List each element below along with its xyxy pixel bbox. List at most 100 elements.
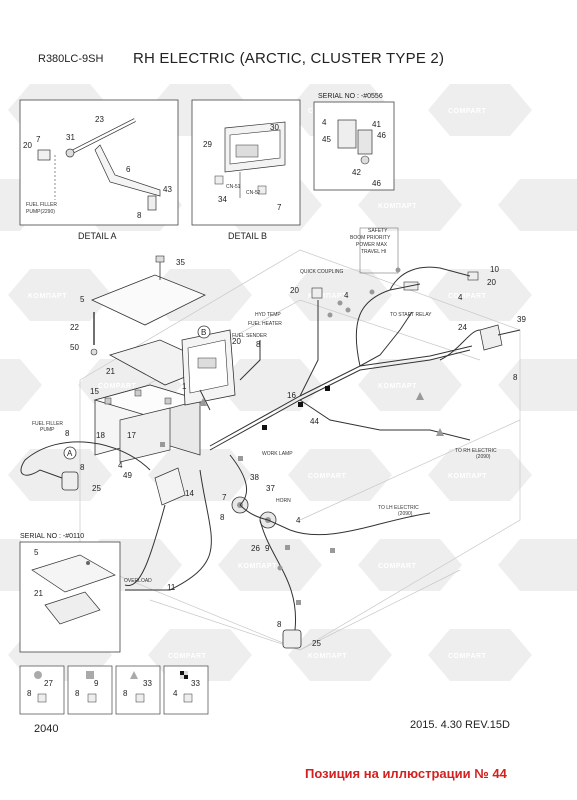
svg-text:42: 42 (352, 168, 361, 177)
svg-text:4: 4 (118, 461, 123, 470)
wire-harness (20, 266, 521, 631)
detail-a-caption: DETAIL A (78, 231, 117, 241)
svg-text:OVERLOAD: OVERLOAD (124, 578, 152, 584)
svg-text:PUMP: PUMP (40, 427, 55, 433)
work-lamp-25 (282, 629, 302, 649)
page-title: RH ELECTRIC (ARCTIC, CLUSTER TYPE 2) (133, 50, 445, 67)
svg-text:9: 9 (265, 544, 270, 553)
svg-text:5: 5 (34, 548, 39, 557)
svg-text:B: B (201, 328, 206, 337)
svg-text:8: 8 (123, 689, 128, 698)
svg-text:6: 6 (126, 165, 131, 174)
svg-text:8: 8 (65, 429, 70, 438)
serial-bottom-box: 5 21 (19, 541, 121, 653)
svg-text:17: 17 (127, 431, 136, 440)
svg-text:A: A (67, 449, 73, 458)
svg-text:FUEL SENDER: FUEL SENDER (232, 333, 267, 339)
svg-text:8: 8 (80, 463, 85, 472)
serial-top-header: SERIAL NO : -#0556 (318, 93, 383, 100)
legend-box-checker: 33 4 (163, 665, 209, 715)
svg-text:FUEL HEATER: FUEL HEATER (248, 321, 282, 327)
svg-text:35: 35 (176, 258, 185, 267)
svg-text:KOMПAPT: KOMПAPT (238, 563, 277, 570)
svg-text:8: 8 (256, 340, 261, 349)
svg-text:4: 4 (296, 516, 301, 525)
svg-text:8: 8 (137, 211, 142, 220)
svg-text:7: 7 (277, 203, 282, 212)
svg-text:8: 8 (513, 373, 518, 382)
svg-text:46: 46 (372, 179, 381, 188)
svg-text:21: 21 (106, 367, 115, 376)
svg-text:KOMПAPT: KOMПAPT (448, 473, 487, 480)
svg-text:HORN: HORN (276, 498, 291, 504)
svg-text:CN-51: CN-51 (226, 184, 241, 190)
svg-text:FUEL FILLER: FUEL FILLER (26, 202, 57, 208)
svg-text:20: 20 (23, 141, 32, 150)
serial-top-box: 4 45 41 46 42 46 (313, 101, 395, 191)
switch-panel-outline (359, 227, 399, 274)
svg-text:BOOM PRIORITY: BOOM PRIORITY (350, 235, 391, 241)
svg-text:TO START RELAY: TO START RELAY (390, 312, 432, 318)
svg-text:1: 1 (182, 382, 187, 391)
svg-text:18: 18 (96, 431, 105, 440)
svg-text:16: 16 (287, 391, 296, 400)
cluster-controller-box: B (181, 325, 236, 406)
svg-text:22: 22 (70, 323, 79, 332)
svg-text:8: 8 (75, 689, 80, 698)
svg-text:4: 4 (173, 689, 178, 698)
detail-b-box: 30 29 34 7 CN-51 CN-52 (191, 99, 301, 226)
svg-text:24: 24 (458, 323, 467, 332)
date-revision: 2015. 4.30 REV.15D (410, 719, 510, 731)
component-labels: SAFETY BOOM PRIORITY POWER MAX TRAVEL HI… (32, 228, 497, 584)
svg-text:30: 30 (270, 123, 279, 132)
svg-text:27: 27 (44, 679, 53, 688)
svg-text:COMPART: COMPART (168, 653, 207, 660)
svg-text:45: 45 (322, 135, 331, 144)
svg-text:25: 25 (92, 484, 101, 493)
svg-text:26: 26 (251, 544, 260, 553)
svg-text:KOMПAPT: KOMПAPT (28, 293, 67, 300)
battery-cover-plate (90, 255, 206, 326)
legend-box-square: 9 8 (67, 665, 113, 715)
svg-text:50: 50 (70, 343, 79, 352)
svg-text:11: 11 (167, 583, 176, 592)
detail-a-box: 23 20 7 31 6 43 8 FUEL FILLER PUMP(2290) (19, 99, 179, 226)
svg-text:8: 8 (27, 689, 32, 698)
harness-markers (160, 267, 444, 605)
legend-box-circle: 27 8 (19, 665, 65, 715)
svg-text:41: 41 (372, 120, 381, 129)
svg-text:(2090): (2090) (476, 454, 491, 460)
svg-text:COMPART: COMPART (98, 383, 137, 390)
position-note: Позиция на иллюстрации № 44 (305, 766, 507, 781)
bolt-22 (90, 312, 98, 356)
svg-text:KOMПAPT: KOMПAPT (308, 293, 347, 300)
svg-text:9: 9 (94, 679, 99, 688)
svg-text:39: 39 (517, 315, 526, 324)
relay-bracket-14 (154, 467, 186, 506)
svg-text:5: 5 (80, 295, 85, 304)
svg-text:20: 20 (487, 278, 496, 287)
svg-text:46: 46 (377, 131, 386, 140)
svg-text:34: 34 (218, 195, 227, 204)
svg-text:TO LH ELECTRIC: TO LH ELECTRIC (378, 505, 419, 511)
svg-text:37: 37 (266, 484, 275, 493)
svg-text:33: 33 (191, 679, 200, 688)
svg-text:PUMP(2290): PUMP(2290) (26, 209, 55, 215)
svg-text:4: 4 (344, 291, 349, 300)
svg-text:4: 4 (458, 293, 463, 302)
svg-text:TO RH ELECTRIC: TO RH ELECTRIC (455, 448, 497, 454)
page-code: 2040 (34, 723, 59, 735)
svg-text:KOMПAPT: KOMПAPT (378, 203, 417, 210)
relay-box-24 (479, 324, 503, 351)
horn-assembly (231, 496, 277, 529)
detail-b-caption: DETAIL B (228, 231, 267, 241)
svg-text:HYD TEMP: HYD TEMP (255, 312, 281, 318)
model-code: R380LC-9SH (38, 53, 104, 65)
batteries (93, 384, 202, 463)
svg-text:23: 23 (95, 115, 104, 124)
svg-text:KOMПAPT: KOMПAPT (308, 653, 347, 660)
svg-text:8: 8 (220, 513, 225, 522)
svg-text:25: 25 (312, 639, 321, 648)
svg-text:7: 7 (222, 493, 227, 502)
